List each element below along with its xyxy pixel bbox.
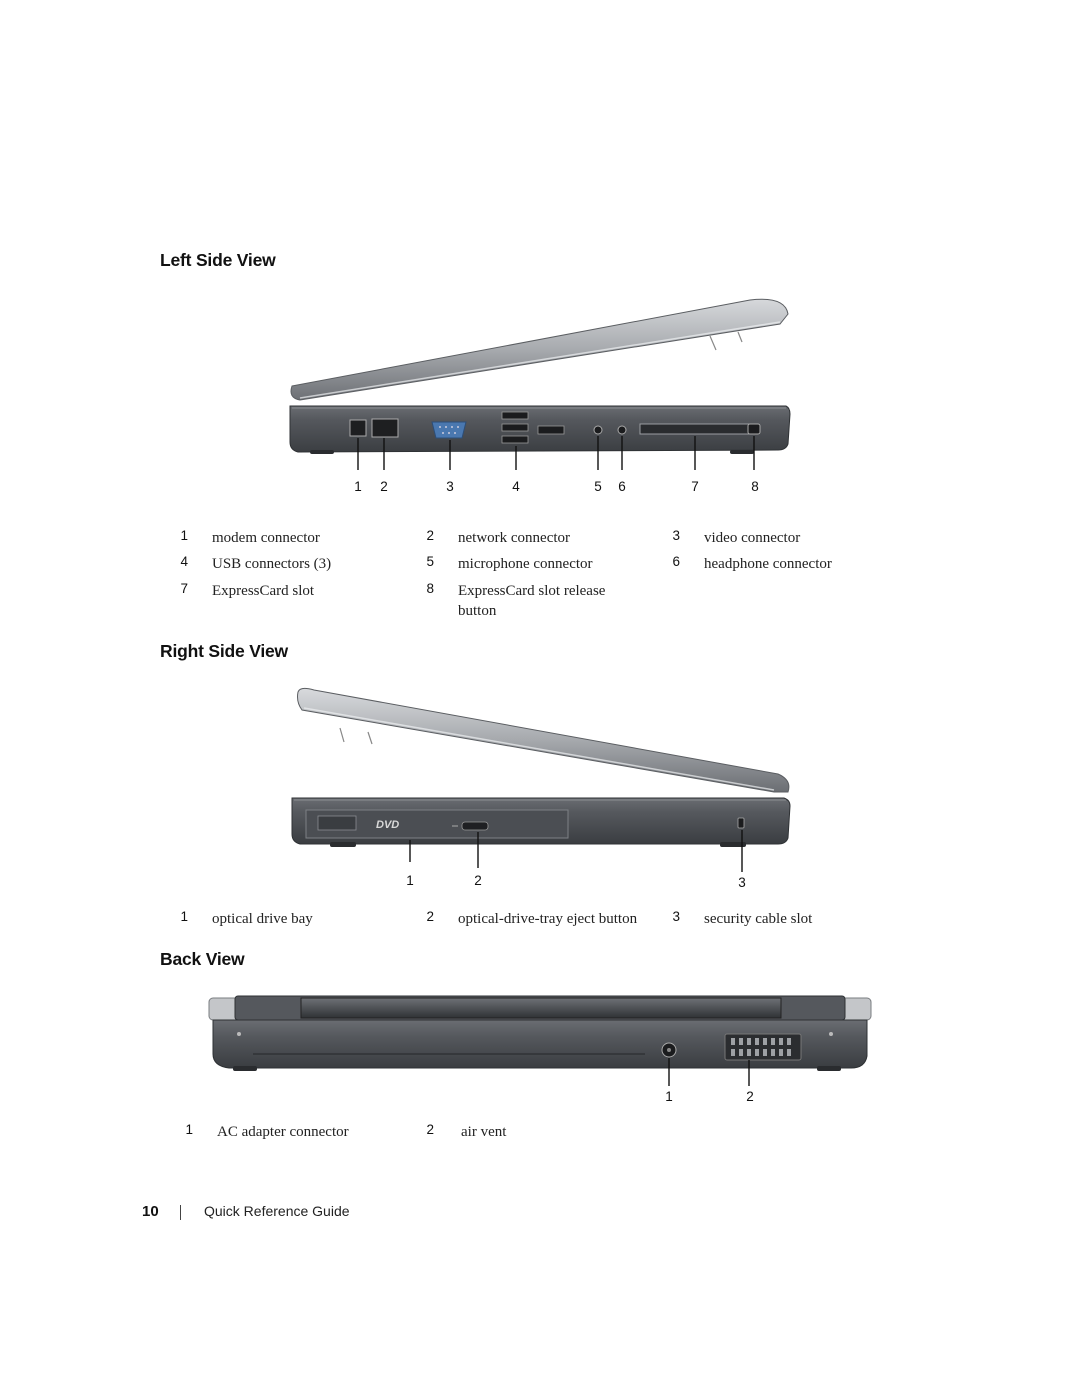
legend-row: 7 ExpressCard slot 8 ExpressCard slot re…	[0, 581, 1080, 619]
left-side-laptop-illustration	[289, 298, 791, 470]
legend-row: 1 AC adapter connector 2 air vent	[0, 1122, 1080, 1144]
page-number: 10	[142, 1203, 159, 1220]
callout-3: 3	[446, 479, 454, 494]
callout-5: 5	[594, 479, 602, 494]
callout-4: 4	[512, 479, 520, 494]
callout-8: 8	[751, 479, 759, 494]
legend-number: 3	[672, 528, 680, 543]
legend-text: optical-drive-tray eject button	[458, 911, 638, 927]
legend-row: 4 USB connectors (3) 5 microphone connec…	[0, 554, 1080, 576]
callout-1: 1	[354, 479, 362, 494]
legend-text: USB connectors (3)	[212, 556, 332, 572]
callout-1: 1	[665, 1089, 673, 1104]
back-view-heading: Back View	[160, 949, 245, 969]
guide-title: Quick Reference Guide	[204, 1203, 350, 1219]
legend-number: 3	[672, 909, 680, 924]
legend-text: AC adapter connector	[217, 1124, 349, 1140]
legend-number: 1	[185, 1122, 193, 1137]
legend-text: optical drive bay	[212, 911, 313, 927]
callout-7: 7	[691, 479, 699, 494]
legend-row: 1 optical drive bay 2 optical-drive-tray…	[0, 909, 1080, 931]
callout-2: 2	[474, 873, 482, 888]
callout-6: 6	[618, 479, 626, 494]
legend-number: 7	[180, 581, 188, 596]
legend-text: security cable slot	[704, 911, 813, 927]
callout-2: 2	[746, 1089, 754, 1104]
legend-text: network connector	[458, 530, 571, 546]
callout-2: 2	[380, 479, 388, 494]
legend-text: microphone connector	[458, 556, 593, 572]
footer-separator	[180, 1205, 181, 1220]
callout-1: 1	[406, 873, 414, 888]
legend-number: 4	[180, 554, 188, 569]
dvd-logo: DVD	[376, 819, 399, 831]
legend-number: 2	[426, 528, 434, 543]
legend-number: 8	[426, 581, 434, 596]
right-side-laptop-illustration: DVD	[291, 687, 791, 872]
legend-number: 5	[426, 554, 434, 569]
right-side-view-heading: Right Side View	[160, 641, 288, 661]
legend-text: ExpressCard slot release button	[458, 583, 606, 619]
legend-number: 2	[426, 909, 434, 924]
left-side-view-heading: Left Side View	[160, 250, 276, 270]
callout-3: 3	[738, 875, 746, 890]
legend-text: ExpressCard slot	[212, 583, 315, 599]
legend-row: 1 modem connector 2 network connector 3 …	[0, 528, 1080, 550]
legend-number: 2	[426, 1122, 434, 1137]
legend-text: video connector	[704, 530, 801, 546]
back-laptop-illustration	[208, 995, 872, 1086]
legend-text: air vent	[461, 1124, 507, 1140]
legend-number: 6	[672, 554, 680, 569]
legend-text: headphone connector	[704, 556, 832, 572]
legend-text: modem connector	[212, 530, 320, 546]
legend-number: 1	[180, 909, 188, 924]
legend-number: 1	[180, 528, 188, 543]
